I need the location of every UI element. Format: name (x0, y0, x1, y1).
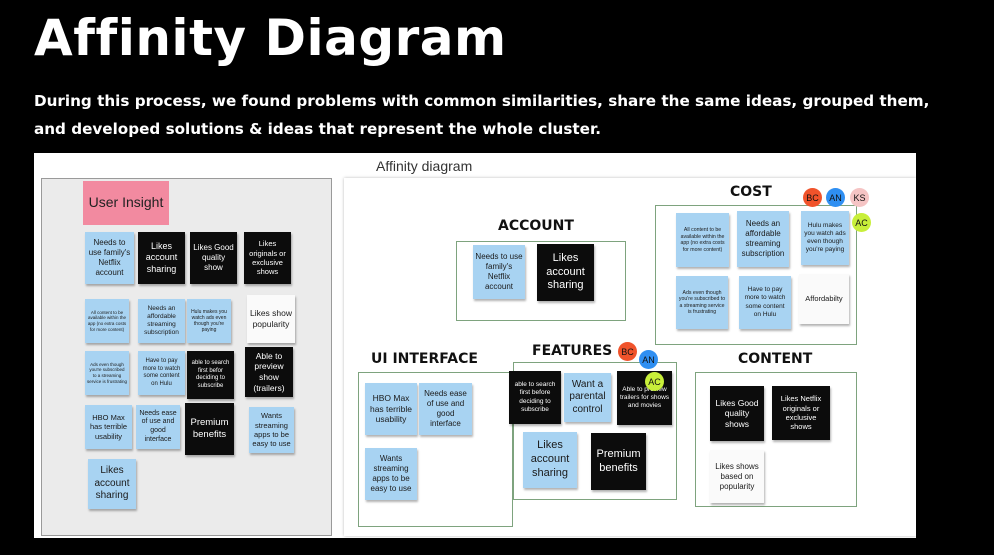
sticky-note[interactable]: Want a parental control (564, 373, 611, 422)
subtitle-line-1: During this process, we found problems w… (34, 92, 930, 110)
group-frame-ui-interface (358, 372, 513, 527)
sticky-note[interactable]: Likes Netflix originals or exclusive sho… (772, 386, 830, 440)
group-label-features: FEATURES (532, 343, 613, 359)
sticky-note[interactable]: Affordabilty (799, 274, 849, 324)
sticky-note[interactable]: Wants streaming apps to be easy to use (249, 407, 294, 453)
sticky-note[interactable]: Ads even though you're subscribed to a s… (676, 276, 728, 329)
sticky-note[interactable]: Likes account sharing (537, 244, 594, 301)
board-title: Affinity diagram (376, 158, 473, 174)
sticky-note[interactable]: Likes Good quality show (190, 232, 237, 284)
collaborator-avatar[interactable]: AN (639, 350, 658, 369)
sticky-note[interactable]: Ads even though you're subscribed to a s… (85, 351, 129, 395)
user-insight-label[interactable]: User Insight (83, 181, 169, 225)
group-label-content: CONTENT (738, 351, 813, 367)
sticky-note[interactable]: Hulu makes you watch ads even though you… (187, 299, 231, 343)
sticky-note[interactable]: Likes account sharing (523, 432, 577, 488)
group-frame-cost (655, 205, 857, 345)
sticky-note[interactable]: Needs an affordable streaming subscripti… (138, 299, 185, 343)
sticky-note[interactable]: All content to be available within the a… (676, 213, 729, 267)
affinity-board: Affinity diagram User Insight Needs to u… (34, 153, 916, 538)
group-label-cost: COST (730, 184, 772, 200)
sticky-note[interactable]: Likes show popularity (247, 295, 295, 343)
sticky-note[interactable]: Wants streaming apps to be easy to use (365, 448, 417, 500)
collaborator-avatar[interactable]: KS (850, 188, 869, 207)
sticky-note[interactable]: Needs ease of use and good interface (136, 405, 180, 449)
sticky-note[interactable]: Likes Good quality shows (710, 386, 764, 441)
sticky-note[interactable]: Have to pay more to watch some content o… (739, 276, 791, 329)
group-frame-account (456, 241, 626, 321)
sticky-note[interactable]: All content to be available within the a… (85, 299, 129, 343)
page-title: Affinity Diagram (34, 9, 507, 67)
sticky-note[interactable]: Premium benefits (185, 403, 234, 455)
sticky-note[interactable]: HBO Max has terrible usability (365, 383, 417, 435)
sticky-note[interactable]: able to search first before deciding to … (509, 371, 561, 424)
group-frame-content (695, 372, 857, 507)
group-frame-features (513, 362, 677, 500)
sticky-note[interactable]: Hulu makes you watch ads even though you… (801, 211, 849, 265)
sticky-note[interactable]: Likes originals or exclusive shows (244, 232, 291, 284)
sticky-note[interactable]: Needs ease of use and good interface (419, 383, 472, 435)
sticky-note[interactable]: Have to pay more to watch some content o… (138, 351, 185, 395)
collaborator-avatar[interactable]: AC (852, 213, 871, 232)
sticky-note[interactable]: Premium benefits (591, 433, 646, 490)
collaborator-avatar[interactable]: AC (645, 372, 664, 391)
sticky-note[interactable]: HBO Max has terrible usability (85, 405, 132, 449)
collaborator-avatar[interactable]: BC (803, 188, 822, 207)
sticky-note[interactable]: Needs an affordable streaming subscripti… (737, 211, 789, 267)
sticky-note[interactable]: Likes account sharing (138, 232, 185, 284)
sticky-note[interactable]: Needs to use family's Netflix account (85, 232, 134, 284)
subtitle-line-2: and developed solutions & ideas that rep… (34, 120, 602, 138)
collaborator-avatar[interactable]: BC (618, 342, 637, 361)
sticky-note[interactable]: able to search first befor deciding to s… (187, 351, 234, 399)
group-label-account: ACCOUNT (498, 218, 574, 234)
group-label-ui-interface: UI INTERFACE (371, 351, 478, 367)
collaborator-avatar[interactable]: AN (826, 188, 845, 207)
sticky-note[interactable]: Likes shows based on popularity (710, 450, 764, 503)
sticky-note[interactable]: Able to preview show (trailers) (245, 347, 293, 397)
sticky-note[interactable]: Needs to use family's Netflix account (473, 245, 525, 299)
sticky-note[interactable]: Likes account sharing (88, 459, 136, 509)
